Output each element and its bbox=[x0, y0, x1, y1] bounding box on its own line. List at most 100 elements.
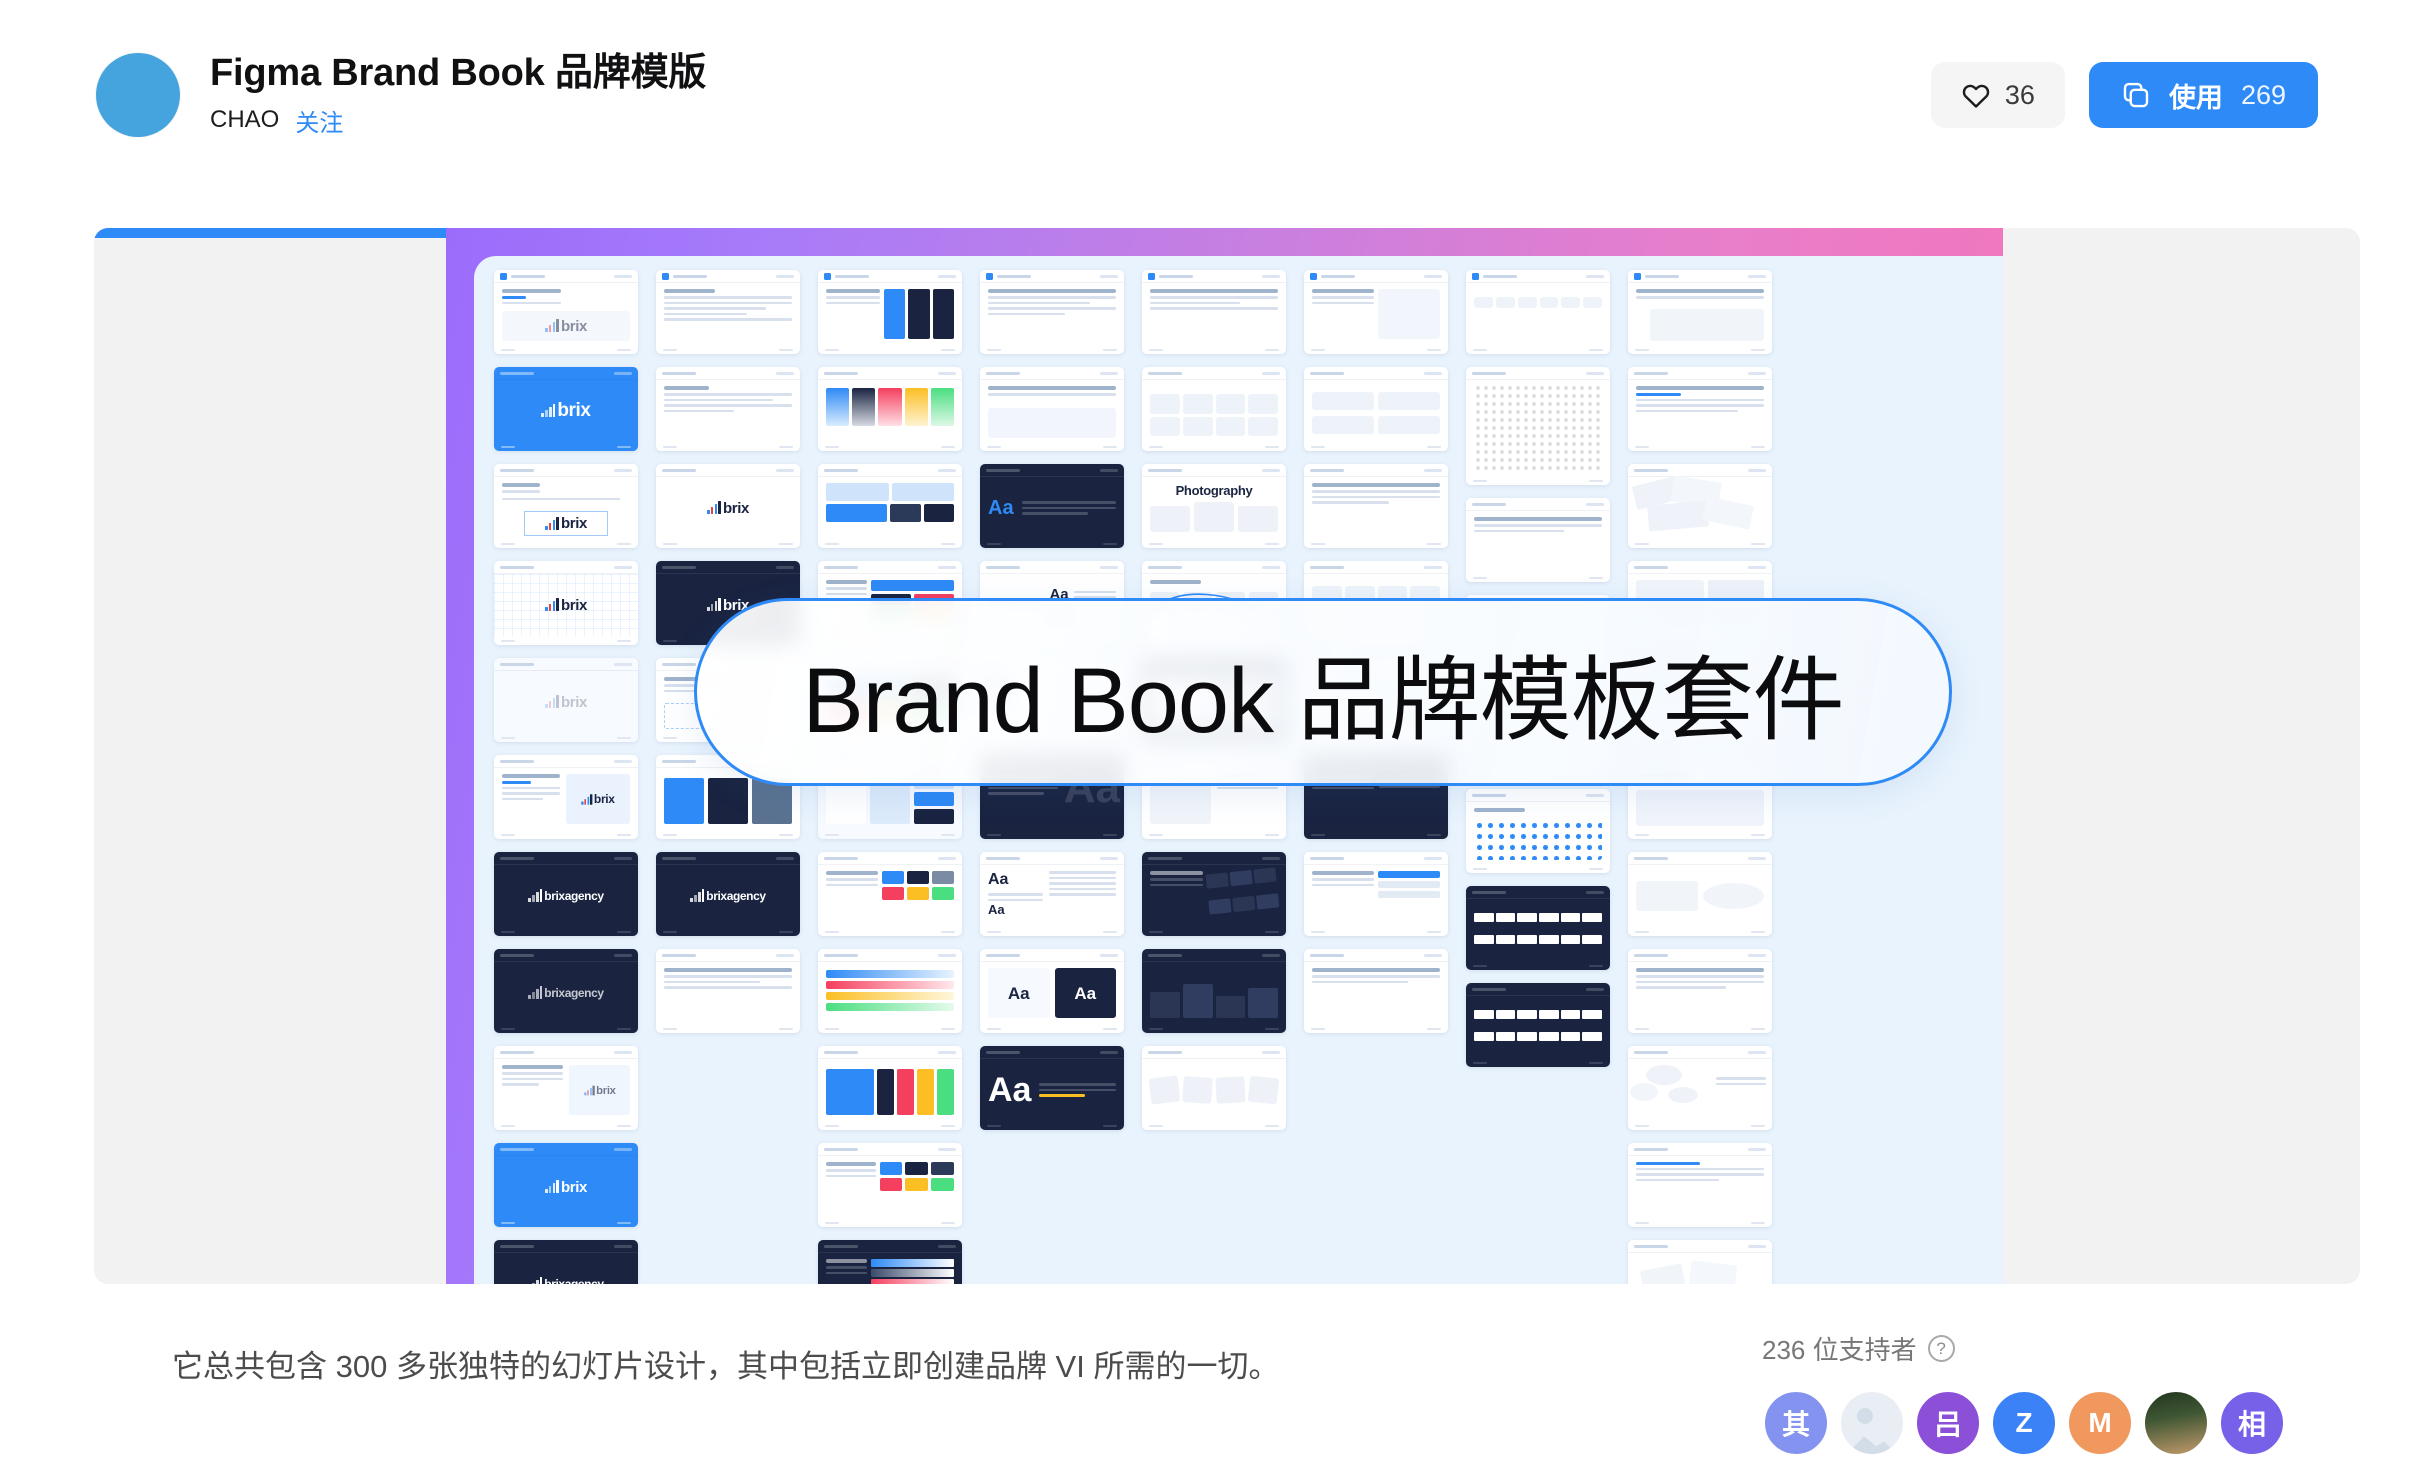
supporter-avatar[interactable]: Z bbox=[1990, 1389, 2058, 1457]
avatar-initial: Z bbox=[2015, 1407, 2033, 1438]
slide-thumb[interactable] bbox=[1142, 270, 1286, 354]
slide-thumb[interactable]: brix bbox=[656, 464, 800, 548]
preview-title-text: Brand Book 品牌模板套件 bbox=[802, 649, 1844, 752]
header-actions: 36 使用 269 bbox=[1930, 62, 2318, 128]
preview-panel[interactable]: brix brix bbox=[94, 228, 2360, 1284]
like-button[interactable]: 36 bbox=[1930, 62, 2065, 128]
supporter-avatar[interactable]: 相 bbox=[2218, 1389, 2286, 1457]
slide-thumb[interactable] bbox=[818, 1046, 962, 1130]
thumb-body: brix bbox=[494, 283, 638, 345]
slide-thumb[interactable] bbox=[656, 270, 800, 354]
slide-thumb[interactable] bbox=[1466, 498, 1610, 582]
slide-thumb[interactable]: brix bbox=[494, 1046, 638, 1130]
supporter-avatar[interactable]: 吕 bbox=[1914, 1389, 1982, 1457]
slide-thumb[interactable] bbox=[1628, 1240, 1772, 1284]
slide-thumb[interactable] bbox=[1466, 270, 1610, 354]
use-button[interactable]: 使用 269 bbox=[2088, 62, 2318, 128]
slide-thumb[interactable]: Aa Aa bbox=[980, 949, 1124, 1033]
slide-thumb[interactable] bbox=[1466, 367, 1610, 485]
slide-thumb[interactable] bbox=[818, 270, 962, 354]
slide-thumb[interactable]: brixagency bbox=[656, 852, 800, 936]
slide-thumb[interactable] bbox=[1466, 886, 1610, 970]
header-left-group: Figma Brand Book 品牌模版 CHAO 关注 bbox=[96, 52, 706, 138]
slide-thumb[interactable] bbox=[818, 367, 962, 451]
slide-thumb[interactable] bbox=[1304, 949, 1448, 1033]
slide-thumb[interactable] bbox=[1628, 464, 1772, 548]
slide-thumb[interactable]: brix bbox=[494, 1143, 638, 1227]
slide-thumb[interactable] bbox=[980, 270, 1124, 354]
supporters-count-label: 236 位支持者 bbox=[1762, 1335, 1917, 1365]
slide-thumb[interactable] bbox=[818, 1240, 962, 1284]
slide-thumb[interactable]: brix bbox=[494, 561, 638, 645]
slide-thumb[interactable] bbox=[1304, 464, 1448, 548]
photography-title: Photography bbox=[1175, 483, 1253, 498]
slide-thumb[interactable]: brixagency bbox=[494, 1240, 638, 1284]
slide-thumb[interactable] bbox=[1628, 949, 1772, 1033]
supporters-section: 236 位支持者 ? 其 吕 Z M 相 bbox=[1758, 1330, 2378, 1457]
byline: CHAO 关注 bbox=[210, 103, 706, 138]
slide-thumb[interactable] bbox=[1628, 1143, 1772, 1227]
slide-thumb[interactable]: Aa bbox=[980, 1046, 1124, 1130]
follow-link[interactable]: 关注 bbox=[295, 109, 344, 137]
use-button-label: 使用 bbox=[2168, 82, 2223, 113]
slide-thumb[interactable]: Photography bbox=[1142, 464, 1286, 548]
title-block: Figma Brand Book 品牌模版 CHAO 关注 bbox=[210, 52, 706, 138]
supporter-avatar[interactable]: 其 bbox=[1762, 1389, 1830, 1457]
question-mark-icon[interactable]: ? bbox=[1927, 1335, 1955, 1362]
page-title: Figma Brand Book 品牌模版 bbox=[210, 52, 707, 95]
supporter-avatar[interactable]: M bbox=[2066, 1389, 2134, 1457]
slide-thumb[interactable]: brix bbox=[494, 755, 638, 839]
supporter-avatar[interactable] bbox=[2142, 1389, 2210, 1457]
template-description: 它总共包含 300 多张独特的幻灯片设计，其中包括立即创建品牌 VI 所需的一切… bbox=[172, 1349, 1280, 1384]
slide-thumb[interactable] bbox=[1628, 1046, 1772, 1130]
slide-thumb[interactable] bbox=[818, 464, 962, 548]
thumb-column-logo: brix brix bbox=[494, 270, 638, 1284]
slide-thumb[interactable] bbox=[1142, 367, 1286, 451]
slide-thumb[interactable] bbox=[1142, 852, 1286, 936]
supporter-avatar[interactable] bbox=[1838, 1389, 1906, 1457]
page-footer: 它总共包含 300 多张独特的幻灯片设计，其中包括立即创建品牌 VI 所需的一切… bbox=[0, 1330, 2414, 1460]
copy-icon bbox=[2123, 82, 2149, 108]
slide-thumb[interactable]: brix bbox=[494, 658, 638, 742]
slide-thumb[interactable] bbox=[818, 1143, 962, 1227]
avatar-initial: 相 bbox=[2237, 1409, 2266, 1440]
type-specimen: Aa bbox=[988, 497, 1014, 519]
author-name[interactable]: CHAO bbox=[210, 106, 280, 134]
slide-thumb[interactable] bbox=[656, 367, 800, 451]
slide-thumb[interactable] bbox=[1142, 949, 1286, 1033]
slide-thumb[interactable] bbox=[1628, 270, 1772, 354]
slide-thumb[interactable] bbox=[818, 949, 962, 1033]
page-header: Figma Brand Book 品牌模版 CHAO 关注 36 使用 bbox=[0, 0, 2414, 190]
slide-thumb[interactable] bbox=[656, 755, 800, 839]
slide-thumb[interactable] bbox=[1304, 270, 1448, 354]
slide-thumb[interactable]: brix bbox=[494, 367, 638, 451]
avatar-initial: M bbox=[2088, 1407, 2112, 1438]
slide-thumb[interactable]: brixagency bbox=[494, 852, 638, 936]
slide-thumb[interactable] bbox=[1466, 789, 1610, 873]
avatar-initial: 吕 bbox=[1933, 1409, 1962, 1440]
slide-thumb[interactable]: brix bbox=[494, 464, 638, 548]
thumb-header bbox=[494, 270, 638, 283]
preview-title-banner: Brand Book 品牌模板套件 bbox=[694, 598, 1952, 786]
slide-thumb[interactable] bbox=[980, 367, 1124, 451]
slide-thumb[interactable] bbox=[818, 852, 962, 936]
slide-thumb[interactable]: brixagency bbox=[494, 949, 638, 1033]
supporters-header: 236 位支持者 ? bbox=[1758, 1330, 2378, 1367]
slide-thumb[interactable] bbox=[1628, 367, 1772, 451]
thumb-chip-icon bbox=[500, 272, 507, 280]
slide-thumb[interactable] bbox=[1628, 852, 1772, 936]
supporter-avatar-list: 其 吕 Z M 相 bbox=[1758, 1389, 2378, 1457]
slide-thumb[interactable] bbox=[656, 949, 800, 1033]
slide-thumb[interactable]: Aa bbox=[980, 464, 1124, 548]
slide-thumb[interactable] bbox=[1304, 852, 1448, 936]
slide-thumb[interactable]: brix bbox=[494, 270, 638, 354]
heart-icon bbox=[1962, 84, 1990, 108]
slide-thumb[interactable] bbox=[1304, 367, 1448, 451]
thumb-title-line bbox=[511, 274, 545, 278]
avatar-initial: 其 bbox=[1781, 1409, 1810, 1440]
author-avatar[interactable] bbox=[96, 53, 180, 137]
slide-thumb[interactable] bbox=[1466, 983, 1610, 1067]
slide-thumb[interactable] bbox=[1142, 1046, 1286, 1130]
